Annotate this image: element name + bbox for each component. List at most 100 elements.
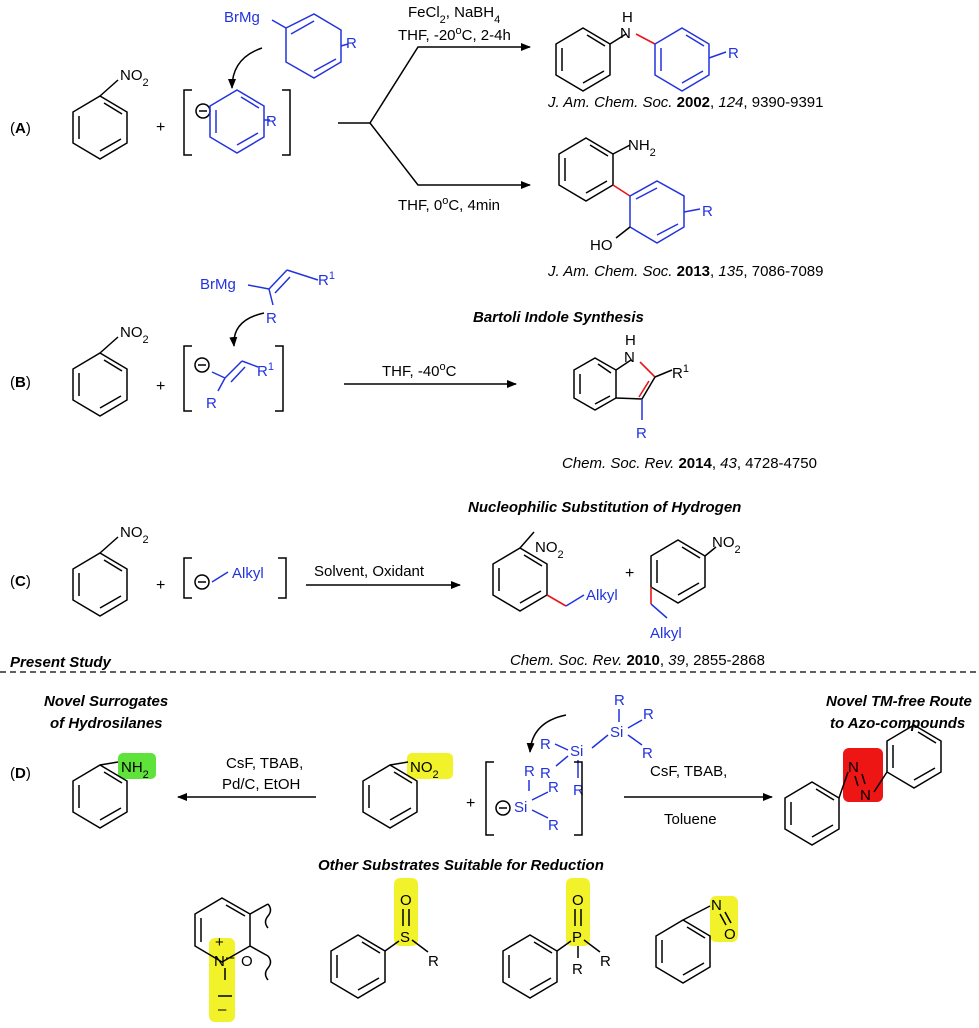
panel-d: Novel Surrogates of Hydrosilanes (D) NH2… bbox=[10, 692, 972, 846]
reference-b: Chem. Soc. Rev. 2014, 43, 4728-4750 bbox=[562, 455, 817, 472]
silicon-atom: Si bbox=[514, 799, 527, 816]
n-atom: N bbox=[214, 953, 225, 970]
ortho-alkyl-product: NO2 Alkyl bbox=[492, 531, 618, 612]
r1-group: R1 bbox=[257, 361, 274, 380]
nitro-group: NO2 bbox=[410, 759, 439, 781]
curved-arrow bbox=[526, 714, 567, 753]
reference-a1: J. Am. Chem. Soc. 2002, 124, 9390-9391 bbox=[547, 94, 823, 111]
aniline-product: NH2 bbox=[72, 753, 156, 829]
r-group: R bbox=[636, 425, 647, 442]
bracket-right bbox=[278, 557, 287, 599]
reference-c: Chem. Soc. Rev. 2010, 39, 2855-2868 bbox=[510, 652, 765, 669]
cond-d-right-2: Toluene bbox=[664, 811, 717, 828]
nitro-group: NO2 bbox=[535, 539, 564, 561]
bracket-left bbox=[183, 345, 192, 412]
n-plus-charge: + bbox=[215, 934, 224, 951]
nitrobenzene-a: NO2 bbox=[72, 67, 149, 160]
r1-group: R1 bbox=[672, 363, 689, 382]
r-group: R bbox=[548, 817, 559, 834]
r-group: R bbox=[642, 745, 653, 762]
pyridine-n-oxide: + N – O – bbox=[194, 897, 272, 1022]
r-group: R bbox=[643, 706, 654, 723]
diarylamine-product: H N R bbox=[555, 9, 739, 92]
n-o-bond: – bbox=[226, 949, 235, 966]
amine-group: NH2 bbox=[628, 137, 656, 159]
amine-group: NH2 bbox=[121, 759, 149, 781]
o-minus-charge: – bbox=[218, 1001, 227, 1018]
oxygen-atom: O bbox=[724, 926, 736, 943]
panel-b-label: (B) bbox=[10, 374, 31, 391]
nitro-group: NO2 bbox=[712, 534, 741, 556]
alkyl-label: Alkyl bbox=[232, 565, 264, 582]
nitrosobenzene: N O bbox=[655, 896, 738, 984]
indole-n: N bbox=[624, 349, 635, 366]
aryl-grignard: BrMg R bbox=[224, 9, 357, 79]
panel-a: (A) NO2 + BrMg R R bbox=[10, 4, 823, 280]
plus-sign: + bbox=[156, 378, 165, 395]
r-group: R bbox=[266, 310, 277, 327]
curved-arrow bbox=[228, 47, 263, 89]
cond-top-2: THF, -20oC, 2-4h bbox=[398, 25, 511, 44]
amine-h: H bbox=[622, 9, 633, 26]
plus-sign: + bbox=[466, 795, 475, 812]
azo-n-2: N bbox=[860, 787, 871, 804]
oxygen-atom: O bbox=[572, 892, 584, 909]
r-group: R bbox=[346, 35, 357, 52]
bracket-left bbox=[183, 557, 192, 599]
phosphine-oxide: P O R R bbox=[502, 878, 611, 999]
r-group: R bbox=[266, 113, 277, 130]
plus-sign: + bbox=[156, 119, 165, 136]
alkyl-anion: Alkyl bbox=[194, 565, 264, 590]
bracket-right bbox=[574, 761, 583, 836]
bartoli-title: Bartoli Indole Synthesis bbox=[473, 309, 644, 326]
r-group: R bbox=[614, 692, 625, 709]
vinyl-anion: R1 R bbox=[194, 357, 274, 412]
disilane-reagent: R Si R R Si R R R bbox=[540, 692, 654, 799]
indole-product: H N R1 R bbox=[573, 332, 689, 442]
bracket-left bbox=[183, 89, 192, 156]
vinyl-grignard: BrMg R1 R bbox=[200, 269, 335, 327]
panel-c: (C) NO2 + Alkyl Nucleophilic Substitutio… bbox=[10, 499, 765, 669]
other-substrates-title: Other Substrates Suitable for Reduction bbox=[318, 857, 604, 874]
azo-n-1: N bbox=[848, 759, 859, 776]
cond-bottom: THF, 0oC, 4min bbox=[398, 195, 500, 214]
curved-arrow bbox=[229, 312, 265, 347]
silicon-atom: Si bbox=[570, 743, 583, 760]
sulfoxide: S O R bbox=[330, 878, 439, 999]
plus-sign: + bbox=[156, 577, 165, 594]
nitrogen-atom: N bbox=[711, 897, 722, 914]
cond-top-1: FeCl2, NaBH4 bbox=[408, 4, 500, 26]
r-group: R bbox=[573, 782, 584, 799]
cond-d-right-1: CsF, TBAB, bbox=[650, 763, 727, 780]
bracket-right bbox=[275, 345, 284, 412]
alkyl-label: Alkyl bbox=[586, 587, 618, 604]
phosphorus-atom: P bbox=[572, 929, 582, 946]
r-group: R bbox=[428, 953, 439, 970]
azobenzene-product: N N bbox=[784, 724, 942, 846]
grignard-label: BrMg bbox=[200, 276, 236, 293]
panel-d-label: (D) bbox=[10, 765, 31, 782]
fork-arrow-top bbox=[369, 43, 531, 124]
nitro-group: NO2 bbox=[120, 324, 149, 346]
nitrobenzene-c: NO2 bbox=[72, 524, 149, 617]
r-group: R bbox=[206, 395, 217, 412]
hydroxyl-group: HO bbox=[590, 237, 613, 254]
amine-n: N bbox=[620, 25, 631, 42]
nsh-title: Nucleophilic Substitution of Hydrogen bbox=[468, 499, 741, 516]
panel-c-label: (C) bbox=[10, 573, 31, 590]
azo-title-2: to Azo-compounds bbox=[830, 715, 965, 732]
nitro-group: NO2 bbox=[120, 524, 149, 546]
panel-a-label: (A) bbox=[10, 120, 31, 137]
other-substrates: Other Substrates Suitable for Reduction … bbox=[194, 857, 738, 1022]
r-group: R bbox=[702, 203, 713, 220]
present-study-label: Present Study bbox=[10, 654, 112, 671]
fork-arrow-bottom bbox=[369, 122, 531, 189]
r-group: R bbox=[524, 763, 535, 780]
r-group: R bbox=[600, 953, 611, 970]
grignard-label: BrMg bbox=[224, 9, 260, 26]
cond-c: Solvent, Oxidant bbox=[314, 563, 425, 580]
aryl-anion: R bbox=[195, 89, 277, 154]
r-group: R bbox=[728, 45, 739, 62]
para-alkyl-product: NO2 Alkyl bbox=[650, 534, 741, 642]
